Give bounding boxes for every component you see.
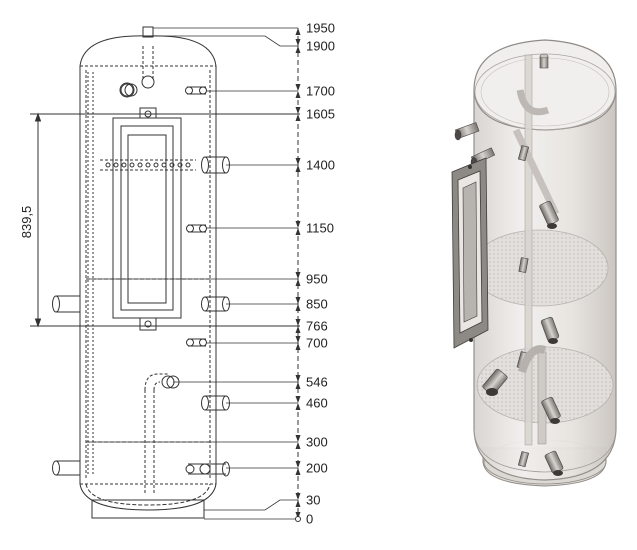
dimension-arrow <box>295 221 301 228</box>
dimension-arrow <box>295 297 301 304</box>
dimension-label-1700: 1700 <box>306 84 335 99</box>
manhole-flange <box>112 117 182 319</box>
dimension-label-1900: 1900 <box>306 39 335 54</box>
dimension-label-0: 0 <box>306 512 313 527</box>
height-dimension-scale: 1950 1900 1700 1605 1400 1150 950 850 766 700 546 4… <box>86 21 335 527</box>
dimension-arrow <box>295 304 301 311</box>
dimension-arrow <box>295 279 301 286</box>
dimension-label-30: 30 <box>306 493 320 508</box>
dimension-arrow <box>295 468 301 475</box>
dimension-label-546: 546 <box>306 375 328 390</box>
coil-inlet-connection <box>482 368 508 396</box>
dimension-arrow <box>295 396 301 403</box>
dimension-label-766: 766 <box>306 319 328 334</box>
dimension-arrow <box>295 114 301 121</box>
dimension-label-700: 700 <box>306 336 328 351</box>
dimension-arrow <box>295 375 301 382</box>
dimension-arrow <box>295 228 301 235</box>
dimension-arrow <box>295 165 301 172</box>
dimension-arrow <box>295 403 301 410</box>
side-mounting-flange <box>451 157 489 349</box>
dimension-arrow <box>295 435 301 442</box>
tank-elevation-drawing <box>52 26 230 519</box>
dimension-label-1605: 1605 <box>306 107 335 122</box>
left-upper-connection <box>454 122 480 141</box>
dimension-arrow <box>295 343 301 350</box>
dimension-arrow <box>295 382 301 389</box>
dimension-arrow <box>295 158 301 165</box>
dimension-arrow <box>295 500 301 507</box>
dimension-label-850: 850 <box>306 297 328 312</box>
tank-top-dome <box>473 39 617 131</box>
dimension-arrow <box>295 336 301 343</box>
dimension-label-1150: 1150 <box>306 221 334 236</box>
dimension-label-200: 200 <box>306 461 328 476</box>
dimension-arrow <box>295 442 301 449</box>
dimension-arrow <box>295 493 301 500</box>
dimension-arrow <box>295 326 301 333</box>
dimension-arrow <box>295 107 301 114</box>
dimension-arrow <box>295 91 301 98</box>
dimension-arrow <box>295 46 301 53</box>
flange-span-dimension <box>30 112 300 328</box>
dimension-arrow <box>295 319 301 326</box>
dimension-label-950: 950 <box>306 272 328 287</box>
dimension-label-460: 460 <box>306 396 328 411</box>
tank-3d-render <box>451 39 617 487</box>
dimension-arrow <box>295 512 301 519</box>
dimension-label-300: 300 <box>306 435 328 450</box>
dimension-arrow <box>295 272 301 279</box>
dimension-arrow <box>295 28 301 35</box>
tank-base <box>91 499 205 519</box>
dimension-arrow <box>295 461 301 468</box>
tank-shell-outline <box>79 35 217 511</box>
upper-baffle-plate <box>471 229 609 307</box>
dimension-leader <box>148 35 298 47</box>
origin-marker <box>295 516 301 522</box>
dimension-leader <box>204 499 298 511</box>
dimension-arrow <box>295 84 301 91</box>
dimension-label-1950: 1950 <box>306 21 335 36</box>
dimension-label-1400: 1400 <box>306 158 335 173</box>
flange-span-label: 839,5 <box>19 206 34 239</box>
dimension-arrow <box>295 39 301 46</box>
